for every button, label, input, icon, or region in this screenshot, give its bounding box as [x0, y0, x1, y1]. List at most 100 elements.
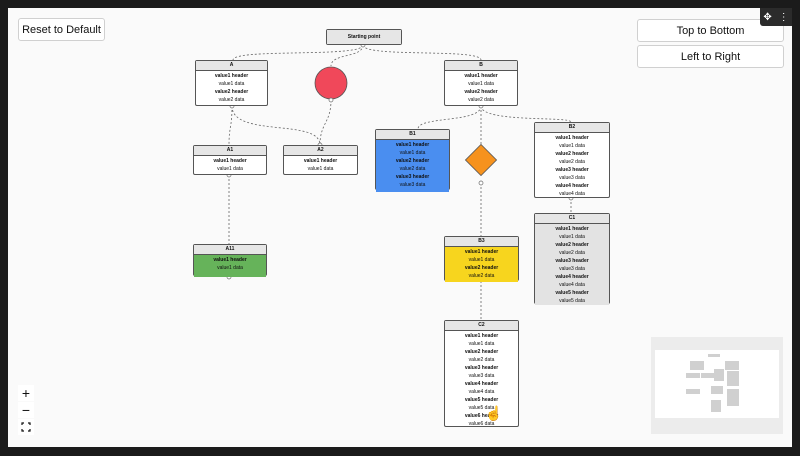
node-row: value1 data — [399, 150, 426, 156]
edge-start-b — [362, 44, 482, 61]
node-row: value5 data — [468, 405, 495, 411]
node-title: A11 — [194, 245, 266, 255]
node-row: value2 header — [395, 158, 430, 164]
node-b3[interactable]: B3 value1 header value1 data value2 head… — [444, 236, 519, 282]
node-title: A2 — [284, 146, 357, 156]
node-row: value1 data — [307, 166, 334, 172]
node-row: value3 header — [395, 174, 430, 180]
node-a[interactable]: A value1 header value1 data value2 heade… — [195, 60, 268, 106]
node-a11[interactable]: A11 value1 header value1 data — [193, 244, 267, 277]
node-row: value1 header — [555, 135, 589, 141]
node-title: A1 — [194, 146, 266, 156]
node-row: value2 header — [464, 89, 498, 95]
node-title: B3 — [445, 237, 518, 247]
node-row: value2 header — [555, 151, 589, 157]
edge-start-a — [232, 44, 364, 61]
node-title: B2 — [535, 123, 609, 133]
node-row: value1 data — [468, 81, 494, 87]
node-row: value4 data — [468, 389, 495, 395]
node-row: value4 data — [559, 191, 585, 197]
node-row: value1 header — [303, 158, 338, 164]
node-a2[interactable]: A2 value1 header value1 data — [283, 145, 358, 175]
left-to-right-button[interactable]: Left to Right — [637, 45, 784, 68]
node-row: value5 data — [559, 298, 585, 304]
node-row: value1 header — [213, 158, 247, 164]
node-a1[interactable]: A1 value1 header value1 data — [193, 145, 267, 175]
node-row: value3 header — [464, 365, 499, 371]
flow-canvas[interactable]: Reset to Default Top to Bottom Left to R… — [8, 8, 792, 447]
node-title: A — [196, 61, 267, 71]
node-title: B1 — [376, 130, 449, 140]
handle — [328, 97, 334, 103]
node-row: value3 data — [468, 373, 495, 379]
node-row: value3 header — [555, 258, 589, 264]
node-row: value1 header — [214, 73, 249, 79]
node-row: value5 header — [555, 290, 589, 296]
node-row: value1 header — [555, 226, 589, 232]
node-row: value2 header — [555, 242, 589, 248]
node-row: value1 data — [217, 265, 243, 271]
node-title: B — [445, 61, 517, 71]
node-row: value4 header — [555, 274, 589, 280]
node-title: C1 — [535, 214, 609, 224]
node-row: value4 data — [559, 282, 585, 288]
more-vertical-icon[interactable]: ⋮ — [778, 11, 789, 23]
node-row: value2 data — [468, 357, 495, 363]
zoom-out-button[interactable]: − — [18, 402, 34, 418]
node-row: value6 data — [468, 421, 495, 427]
node-row: value2 data — [559, 250, 585, 256]
node-row: value3 data — [559, 175, 585, 181]
node-row: value2 data — [468, 273, 495, 279]
fit-view-icon[interactable] — [18, 419, 34, 435]
hand-cursor-icon: ☝ — [485, 405, 503, 421]
node-starting-point[interactable]: Starting point — [326, 29, 402, 45]
node-row: value5 header — [464, 397, 499, 403]
zoom-in-button[interactable]: + — [18, 385, 34, 401]
orange-diamond-node — [464, 143, 498, 177]
node-row: value1 data — [217, 166, 243, 172]
node-title: Starting point — [327, 30, 401, 44]
node-row: value2 data — [559, 159, 585, 165]
node-row: value1 header — [464, 249, 499, 255]
node-row: value6 header — [464, 413, 499, 419]
node-row: value3 data — [399, 182, 426, 188]
tool-tray: ✥ ⋮ — [760, 8, 792, 26]
edge-a-a1 — [228, 105, 233, 146]
handle — [478, 180, 484, 186]
node-row: value1 header — [464, 333, 499, 339]
edge-a-a2 — [231, 105, 321, 146]
node-row: value2 data — [468, 97, 494, 103]
node-row: value1 header — [213, 257, 247, 263]
node-row: value1 data — [218, 81, 245, 87]
node-row: value2 data — [218, 97, 245, 103]
node-row: value2 data — [399, 166, 426, 172]
reset-default-button[interactable]: Reset to Default — [18, 18, 105, 41]
edge-b-b2 — [480, 105, 572, 123]
node-row: value1 data — [468, 341, 495, 347]
node-c2[interactable]: C2 value1 header value1 data value2 head… — [444, 320, 519, 427]
node-row: value1 data — [468, 257, 495, 263]
node-row: value1 data — [559, 143, 585, 149]
move-icon[interactable]: ✥ — [763, 11, 772, 23]
node-row: value2 header — [464, 349, 499, 355]
node-title: C2 — [445, 321, 518, 331]
node-row: value3 data — [559, 266, 585, 272]
node-b1[interactable]: B1 value1 header value1 data value2 head… — [375, 129, 450, 192]
node-row: value2 header — [214, 89, 249, 95]
node-row: value1 data — [559, 234, 585, 240]
node-row: value4 header — [555, 183, 589, 189]
node-c1[interactable]: C1 value1 header value1 data value2 head… — [534, 213, 610, 305]
node-row: value3 header — [555, 167, 589, 173]
edge-b-b1 — [417, 105, 482, 130]
minimap[interactable] — [651, 337, 783, 434]
node-row: value1 header — [464, 73, 498, 79]
node-b2[interactable]: B2 value1 header value1 data value2 head… — [534, 122, 610, 198]
node-row: value4 header — [464, 381, 499, 387]
top-to-bottom-button[interactable]: Top to Bottom — [637, 19, 784, 42]
edge-start-red — [330, 44, 364, 67]
red-circle-node — [314, 66, 348, 100]
node-b[interactable]: B value1 header value1 data value2 heade… — [444, 60, 518, 106]
node-row: value2 header — [464, 265, 499, 271]
edge-red-a2 — [319, 99, 332, 146]
node-row: value1 header — [395, 142, 430, 148]
